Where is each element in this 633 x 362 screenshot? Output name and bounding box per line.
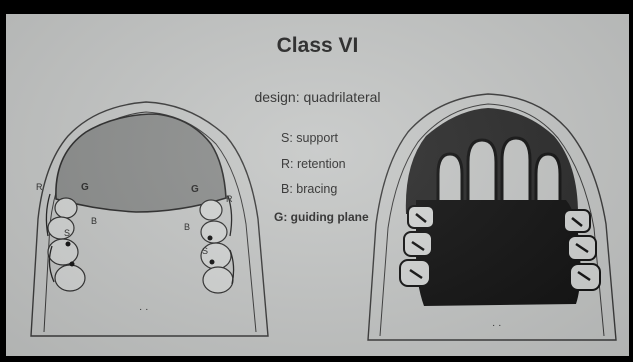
right-arch-diagram: · · [6, 14, 629, 356]
right-major-connector [416, 200, 581, 306]
rugae-right: · · [492, 320, 501, 331]
right-arch-right-teeth [564, 210, 600, 290]
slide: Class VI design: quadrilateral S: suppor… [6, 14, 629, 356]
